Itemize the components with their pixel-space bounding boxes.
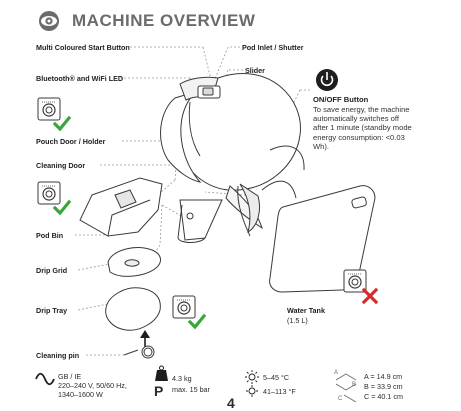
eye-icon (39, 11, 59, 31)
spec-power-region: GB / IE (58, 372, 82, 381)
spec-dimension-a: A = 14.9 cm (364, 372, 403, 381)
dim-letter-b: B (352, 382, 357, 388)
ac-power-icon (35, 372, 55, 386)
label-slider: Slider (245, 66, 265, 75)
spec-dimension-b: B = 33.9 cm (364, 382, 403, 391)
drip-tray (105, 287, 161, 331)
onoff-button-icon (316, 69, 338, 91)
label-drip-tray: Drip Tray (36, 306, 68, 315)
check-icon-3 (187, 313, 207, 330)
arrow-up-icon (140, 330, 150, 347)
label-drip-grid: Drip Grid (36, 266, 68, 275)
cleaning-pin (123, 345, 155, 359)
cross-icon (361, 287, 379, 305)
label-bluetooth-wifi-led: Bluetooth® and WiFi LED (36, 74, 124, 83)
drip-grid (107, 247, 161, 277)
weight-icon (155, 365, 168, 381)
spec-power-voltage: 220–240 V, 50/60 Hz, (58, 381, 127, 390)
dishwasher-safe-icon-3 (172, 295, 196, 319)
label-multi-coloured-start-button: Multi Coloured Start Button (36, 43, 130, 52)
check-icon-2 (52, 199, 72, 216)
pressure-icon-letter: P (154, 383, 164, 399)
label-cleaning-door: Cleaning Door (36, 161, 86, 170)
label-pouch-door-holder: Pouch Door / Holder (36, 137, 106, 146)
label-pod-inlet-shutter: Pod Inlet / Shutter (242, 43, 304, 52)
dishwasher-safe-icon-2 (37, 181, 61, 205)
spec-power-watts: 1340–1600 W (58, 390, 103, 399)
temperature-sun-icon (245, 370, 259, 384)
label-cleaning-pin: Cleaning pin (36, 351, 80, 360)
temperature-snow-icon (246, 385, 258, 397)
dimension-diagram-icon (335, 373, 357, 403)
onoff-title: ON/OFF Button (313, 95, 369, 104)
onoff-description: To save energy, the machine automaticall… (313, 105, 412, 151)
dim-letter-c: C (338, 396, 343, 402)
spec-pressure: max. 15 bar (172, 385, 210, 394)
spec-temp-fahrenheit: 41–113 °F (263, 387, 296, 396)
coffee-machine (160, 73, 305, 243)
pod-bin (79, 177, 163, 237)
label-water-tank-volume: (1.5 L) (287, 316, 308, 325)
water-tank (269, 185, 376, 293)
page-title: MACHINE OVERVIEW (72, 11, 256, 30)
check-icon-1 (52, 115, 72, 132)
label-pod-bin: Pod Bin (36, 231, 64, 240)
spec-weight: 4.3 kg (172, 374, 192, 383)
dishwasher-safe-icon-1 (37, 97, 61, 121)
dim-letter-a: A (334, 370, 339, 376)
spec-dimension-c: C = 40.1 cm (364, 392, 403, 401)
dishwasher-unsafe-icon (343, 269, 367, 293)
page-number: 4 (227, 395, 235, 411)
spec-temp-celsius: 5–45 °C (263, 373, 290, 382)
label-water-tank: Water Tank (287, 306, 325, 315)
header: MACHINE OVERVIEW (36, 8, 255, 34)
